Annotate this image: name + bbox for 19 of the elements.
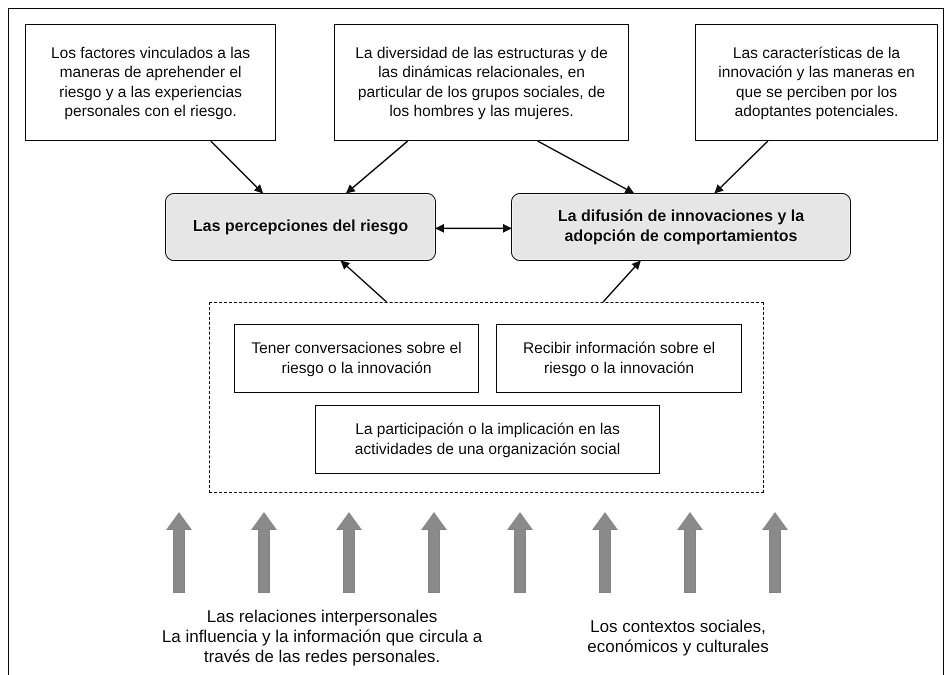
arrow	[340, 260, 388, 303]
caption-text: La influencia y la información que circula a través de las redes personales.	[160, 627, 484, 666]
arrow	[602, 260, 641, 302]
dashed-group-box	[209, 302, 764, 493]
arrow	[714, 140, 768, 194]
text-box: Las características de la innovación y las maneras en que se perciben por los adoptantes potenciales.	[695, 24, 938, 141]
arrow	[435, 224, 512, 233]
text-box: La diversidad de las estructuras y de las dinámicas relacionales, en particular de los grupos sociales, de los hombres y las mujeres.	[334, 24, 629, 141]
arrow	[346, 140, 408, 194]
text-box: Recibir información sobre el riesgo o la innovación	[496, 324, 742, 393]
concept-box: La difusión de innovaciones y la adopción de comportamientos	[511, 193, 851, 261]
text-box: Los factores vinculados a las maneras de aprehender el riesgo y a las experiencias personales con el riesgo.	[25, 24, 276, 141]
arrow	[210, 140, 264, 194]
concept-box: Las percepciones del riesgo	[165, 193, 436, 261]
caption-text: Las relaciones interpersonales	[206, 607, 438, 627]
caption-text: Los contextos sociales, económicos y culturales	[586, 617, 770, 656]
arrow	[537, 140, 634, 194]
text-box: Tener conversaciones sobre el riesgo o la innovación	[234, 324, 479, 393]
text-box: La participación o la implicación en las actividades de una organización social	[315, 405, 660, 474]
